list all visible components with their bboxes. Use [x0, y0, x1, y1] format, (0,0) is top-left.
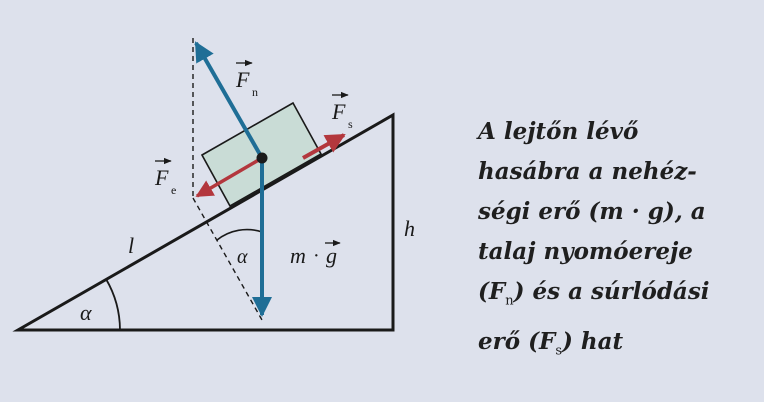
- caption-line-1: A lejtőn lévő: [478, 118, 639, 145]
- svg-text:s: s: [348, 117, 353, 131]
- caption-text: A lejtőn lévő hasábra a nehéz- ségi erő …: [478, 112, 758, 371]
- base-angle-arc: [105, 278, 121, 331]
- parallel-component-arrow: [195, 156, 263, 198]
- svg-text:m: m: [290, 243, 306, 268]
- label-mg: m · g: [290, 239, 341, 268]
- caption-line-4: talaj nyomóereje: [478, 238, 693, 265]
- label-fe: F e: [154, 157, 176, 197]
- label-fs: F s: [331, 91, 353, 131]
- caption-line-3: ségi erő (m · g), a: [478, 198, 706, 225]
- svg-text:F: F: [154, 165, 169, 190]
- svg-text:e: e: [171, 183, 176, 197]
- normal-force-arrow: [194, 41, 264, 159]
- center-of-mass-dot: [256, 152, 268, 164]
- incline-triangle: [12, 112, 395, 332]
- svg-text:F: F: [331, 99, 346, 124]
- caption-line-2: hasábra a nehéz-: [478, 158, 697, 185]
- caption-line-5: (Fn) és a súrlódási: [478, 278, 710, 309]
- label-fn: F n: [235, 59, 258, 99]
- dashed-perpendicular-line: [192, 197, 263, 321]
- friction-force-arrow: [302, 133, 346, 160]
- label-alpha-base: α: [80, 300, 92, 325]
- caption-line-6: erő (Fs) hat: [478, 327, 624, 359]
- inner-angle-arc: [216, 228, 263, 241]
- svg-text:n: n: [252, 85, 258, 99]
- svg-text:F: F: [235, 67, 250, 92]
- label-h: h: [404, 216, 415, 241]
- label-l: l: [128, 233, 134, 258]
- svg-text:g: g: [326, 243, 337, 268]
- label-alpha-inner: α: [237, 246, 248, 268]
- svg-text:·: ·: [313, 245, 320, 267]
